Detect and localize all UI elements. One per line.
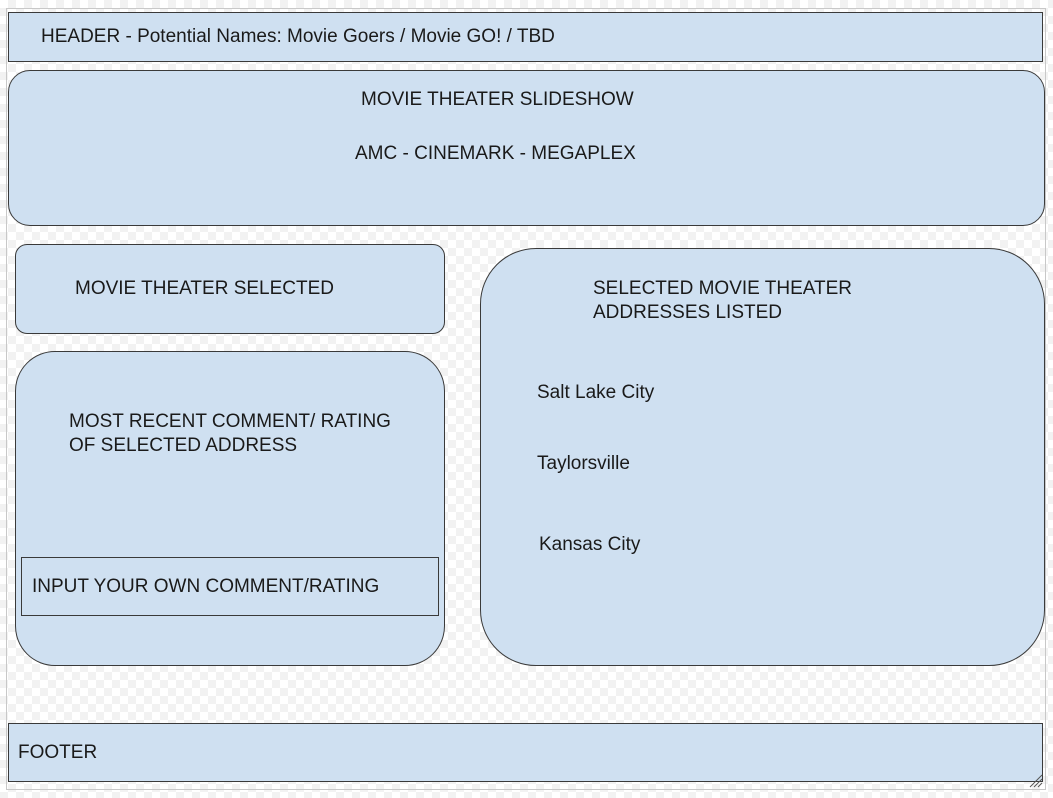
header-box: HEADER - Potential Names: Movie Goers / … xyxy=(8,12,1043,62)
slideshow-box: MOVIE THEATER SLIDESHOW AMC - CINEMARK -… xyxy=(8,70,1045,226)
comments-box: MOST RECENT COMMENT/ RATING OF SELECTED … xyxy=(15,351,445,666)
addresses-title-line2: ADDRESSES LISTED xyxy=(593,302,782,323)
comment-input-label: INPUT YOUR OWN COMMENT/RATING xyxy=(32,576,380,597)
footer-box: FOOTER xyxy=(8,723,1043,782)
resize-grip-icon[interactable] xyxy=(1029,774,1043,788)
recent-comment-line1: MOST RECENT COMMENT/ RATING xyxy=(69,411,391,432)
theater-selected-box: MOVIE THEATER SELECTED xyxy=(15,244,445,334)
address-item-kansas-city[interactable]: Kansas City xyxy=(539,534,641,555)
recent-comment-line2: OF SELECTED ADDRESS xyxy=(69,435,298,456)
theater-selected-label: MOVIE THEATER SELECTED xyxy=(75,278,335,299)
canvas-frame xyxy=(6,8,1046,790)
footer-text: FOOTER xyxy=(18,742,98,763)
addresses-title-line1: SELECTED MOVIE THEATER xyxy=(593,278,853,299)
header-text: HEADER - Potential Names: Movie Goers / … xyxy=(41,26,555,47)
address-item-salt-lake-city[interactable]: Salt Lake City xyxy=(537,382,655,403)
slideshow-title: MOVIE THEATER SLIDESHOW xyxy=(361,89,634,110)
addresses-box: SELECTED MOVIE THEATER ADDRESSES LISTED … xyxy=(480,248,1045,666)
comment-input-box[interactable]: INPUT YOUR OWN COMMENT/RATING xyxy=(21,557,439,616)
slideshow-theaters: AMC - CINEMARK - MEGAPLEX xyxy=(355,143,636,164)
address-item-taylorsville[interactable]: Taylorsville xyxy=(537,453,630,474)
